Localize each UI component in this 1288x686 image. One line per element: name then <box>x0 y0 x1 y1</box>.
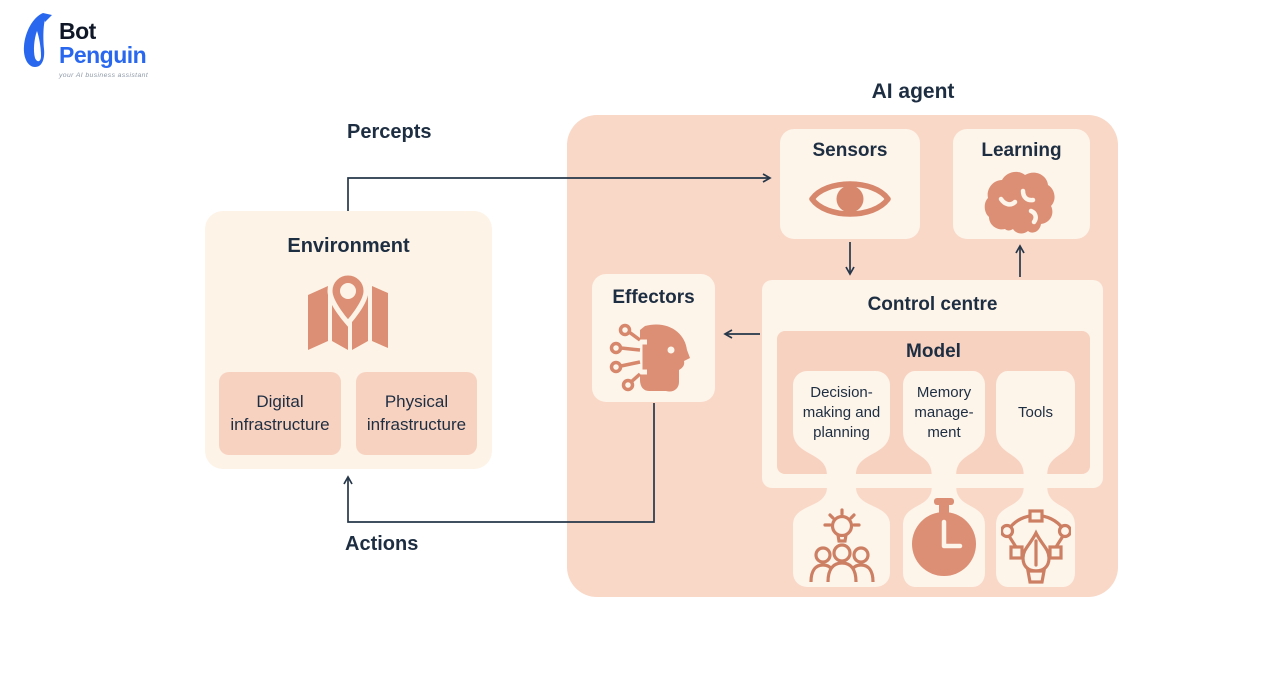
environment-title: Environment <box>287 235 410 257</box>
learning-label: Learning <box>981 140 1062 161</box>
digital-infrastructure-box: Digital infrastructure <box>219 372 341 455</box>
percepts-label: Percepts <box>347 121 432 143</box>
logo-word-bot: Bot <box>59 18 96 44</box>
logo-word-penguin: Penguin <box>59 42 147 68</box>
physical-infrastructure-box: Physical infrastructure <box>356 372 477 455</box>
penguin-icon <box>23 13 52 67</box>
logo-tagline: your AI business assistant <box>59 72 149 79</box>
memory-management-label: Memory manage- ment <box>914 383 974 442</box>
effectors-label: Effectors <box>612 287 695 308</box>
map-pin-icon <box>300 267 396 363</box>
ai-agent-title: AI agent <box>871 80 955 103</box>
head-circuit-icon <box>607 320 699 394</box>
botpenguin-logo: Bot Penguin your AI business assistant <box>18 12 148 80</box>
brain-icon <box>983 169 1059 235</box>
memory-management-column: Memory manage- ment <box>903 371 985 587</box>
sensors-label: Sensors <box>812 140 888 161</box>
control-centre-title: Control centre <box>867 294 998 315</box>
learning-box: Learning <box>953 129 1090 239</box>
pen-tool-icon <box>996 505 1075 587</box>
stopwatch-icon <box>903 497 985 579</box>
actions-label: Actions <box>345 533 419 555</box>
funnel-shape <box>793 371 890 587</box>
eye-icon <box>808 173 892 225</box>
team-idea-icon <box>793 505 890 587</box>
tools-column: Tools <box>996 371 1075 587</box>
funnel-shape <box>996 371 1075 587</box>
digital-infrastructure-label: Digital infrastructure <box>230 392 330 434</box>
effectors-box: Effectors <box>592 274 715 402</box>
decision-making-column: Decision- making and planning <box>793 371 890 587</box>
tools-label: Tools <box>1017 403 1054 421</box>
environment-box: Environment Digital infrastructure Physi… <box>205 211 492 469</box>
model-title: Model <box>906 341 961 362</box>
decision-making-label: Decision- making and planning <box>802 383 881 442</box>
sensors-box: Sensors <box>780 129 920 239</box>
physical-infrastructure-label: Physical infrastructure <box>366 392 467 434</box>
